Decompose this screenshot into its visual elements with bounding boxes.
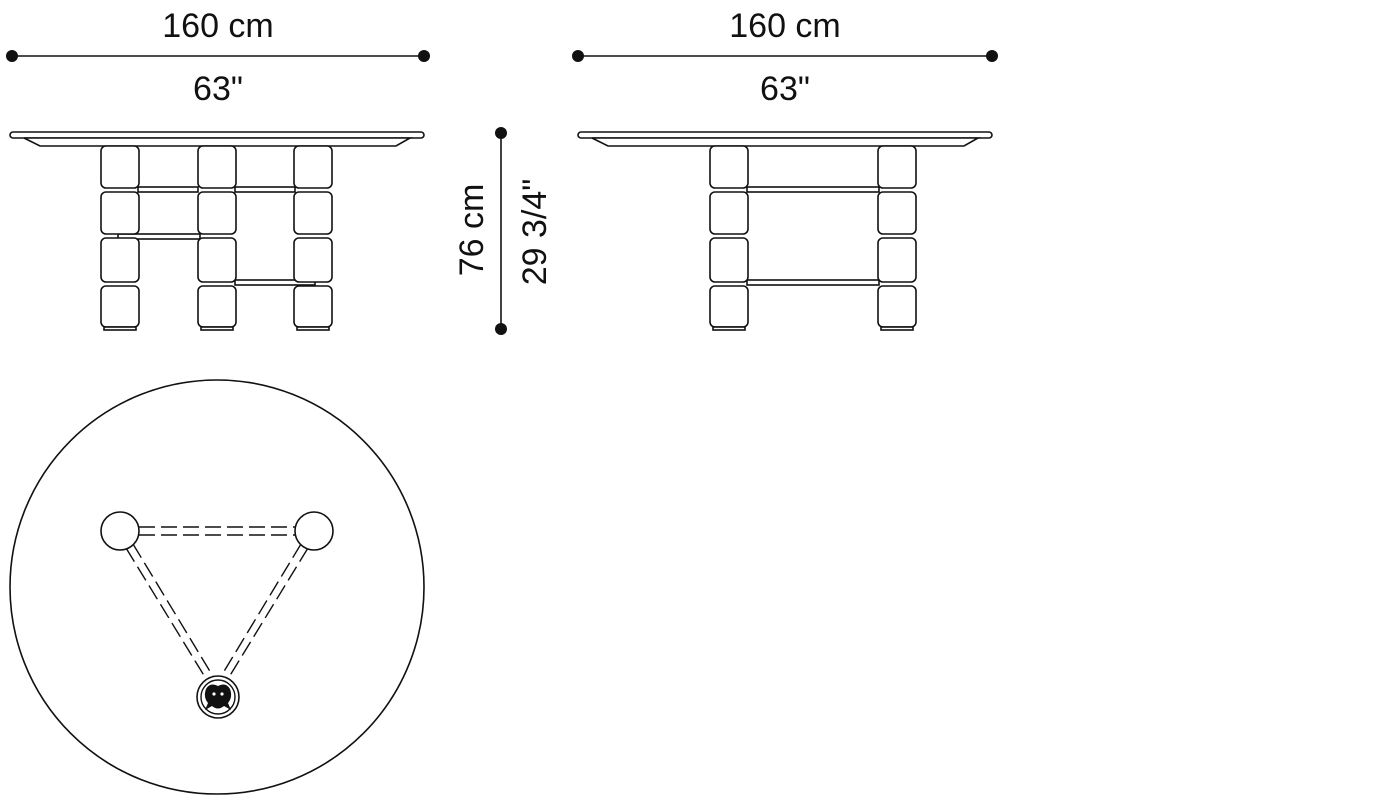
leg-foot bbox=[296, 326, 330, 331]
leg-segment bbox=[709, 191, 749, 235]
tabletop-edge bbox=[577, 131, 993, 139]
leg-foot bbox=[880, 326, 914, 331]
front-width-cm-label: 160 cm bbox=[162, 7, 274, 45]
leg-segment bbox=[877, 285, 917, 328]
side-table-top bbox=[577, 131, 993, 147]
leg-segment bbox=[709, 145, 749, 189]
front-leg-middle bbox=[197, 145, 237, 331]
dimension-endpoint bbox=[986, 50, 998, 62]
leg-foot bbox=[200, 326, 234, 331]
front-width-dimension: 160 cm 63" bbox=[6, 7, 430, 108]
front-leg-left bbox=[100, 145, 140, 331]
leg-segment bbox=[100, 145, 140, 189]
front-stretchers bbox=[117, 186, 316, 286]
front-table-top bbox=[9, 131, 425, 147]
brand-logo-icon bbox=[196, 675, 240, 719]
leg-segment bbox=[197, 237, 237, 283]
leg-segment bbox=[709, 285, 749, 328]
tabletop-edge bbox=[9, 131, 425, 139]
top-view bbox=[9, 379, 425, 795]
dimension-endpoint bbox=[572, 50, 584, 62]
leg-segment bbox=[877, 145, 917, 189]
round-tabletop-plan bbox=[9, 379, 425, 795]
stretcher-bar bbox=[137, 186, 199, 193]
leg-segment bbox=[877, 191, 917, 235]
dimension-endpoint bbox=[418, 50, 430, 62]
dimension-endpoint bbox=[495, 323, 507, 335]
leg-segment bbox=[709, 237, 749, 283]
height-dimension: 76 cm 29 3/4" bbox=[453, 127, 554, 335]
side-width-in-label: 63" bbox=[760, 70, 810, 108]
leg-segment bbox=[293, 191, 333, 235]
stretcher-bar bbox=[234, 186, 296, 193]
leg-segment bbox=[197, 285, 237, 328]
dimension-endpoint bbox=[495, 127, 507, 139]
side-view: 160 cm 63" bbox=[572, 7, 998, 331]
height-in-label: 29 3/4" bbox=[516, 179, 554, 286]
leg-segment bbox=[100, 237, 140, 283]
height-cm-label: 76 cm bbox=[453, 184, 491, 277]
front-leg-right bbox=[293, 145, 333, 331]
hidden-stretcher-line bbox=[132, 543, 215, 679]
hidden-stretchers bbox=[125, 526, 309, 683]
leg-segment bbox=[197, 145, 237, 189]
side-leg-right bbox=[877, 145, 917, 331]
leg-segment bbox=[877, 237, 917, 283]
side-width-cm-label: 160 cm bbox=[729, 7, 841, 45]
leg-segment bbox=[100, 191, 140, 235]
hidden-stretcher-line bbox=[225, 547, 309, 683]
side-width-dimension: 160 cm 63" bbox=[572, 7, 998, 108]
side-stretchers bbox=[746, 186, 880, 286]
stretcher-bar bbox=[746, 279, 880, 286]
tabletop-underside bbox=[591, 137, 982, 147]
leg-segment bbox=[100, 285, 140, 328]
front-view: 160 cm 63" bbox=[6, 7, 430, 331]
leg-segment bbox=[197, 191, 237, 235]
leg-segment bbox=[293, 145, 333, 189]
leg-plan-circle bbox=[294, 511, 334, 551]
stretcher-bar bbox=[746, 186, 880, 193]
leg-segment bbox=[293, 237, 333, 283]
front-width-in-label: 63" bbox=[193, 70, 243, 108]
dimension-endpoint bbox=[6, 50, 18, 62]
leg-foot bbox=[712, 326, 746, 331]
leg-segment bbox=[293, 285, 333, 328]
side-leg-left bbox=[709, 145, 749, 331]
leg-foot bbox=[103, 326, 137, 331]
tabletop-underside bbox=[23, 137, 414, 147]
hidden-stretcher-line bbox=[219, 543, 302, 679]
stretcher-bar bbox=[117, 233, 201, 240]
hidden-stretcher-line bbox=[125, 547, 209, 683]
leg-plan-circle bbox=[100, 511, 140, 551]
